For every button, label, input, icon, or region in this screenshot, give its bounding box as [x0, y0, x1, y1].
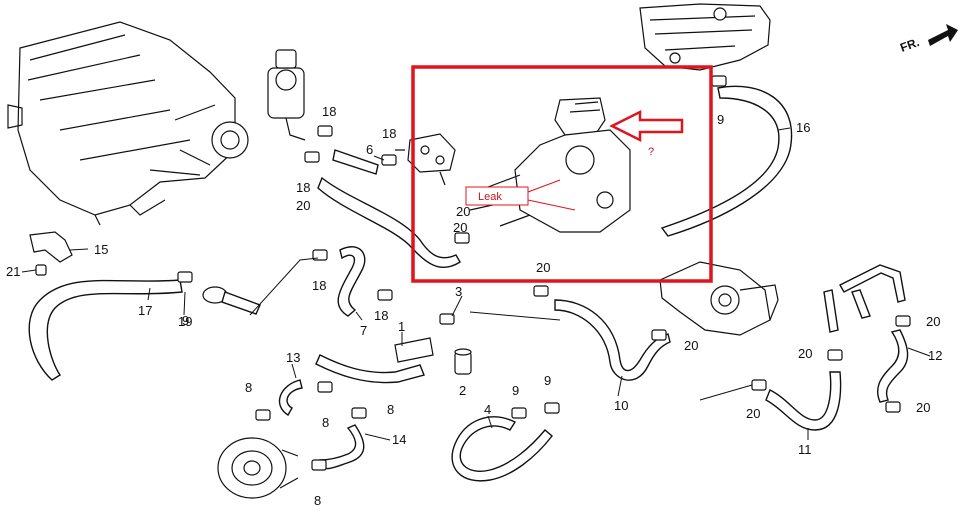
engine-block	[639, 3, 771, 71]
idle-air-control-assembly	[469, 97, 631, 233]
callout-8-a: 8	[245, 380, 252, 395]
hose-4	[451, 416, 553, 482]
callout-4: 4	[484, 402, 491, 417]
connector-2	[454, 348, 472, 375]
question-label: ?	[648, 146, 654, 158]
callout-20-b: 20	[453, 220, 467, 235]
callout-10: 10	[614, 398, 628, 413]
hose-19-fitting	[202, 286, 261, 315]
callout-8-d: 8	[314, 493, 321, 508]
callout-20-f: 20	[798, 346, 812, 361]
hose-clips	[35, 75, 911, 471]
hose-11	[765, 371, 842, 431]
hose-12	[876, 329, 909, 403]
callout-13: 13	[286, 350, 300, 365]
hose-21-bracket	[29, 231, 73, 263]
hose-17	[28, 279, 183, 381]
callout-8-b: 8	[322, 415, 329, 430]
callout-9-d: 9	[182, 313, 189, 328]
highlight-arrow-icon	[609, 109, 684, 143]
callout-18-a: 18	[322, 104, 336, 119]
leak-pointer	[527, 179, 576, 211]
bypass-pipe-1	[315, 337, 434, 384]
callout-20-e: 20	[746, 406, 760, 421]
control-valve	[395, 133, 456, 186]
callout-11: 11	[798, 442, 812, 457]
callout-7: 7	[360, 323, 367, 338]
hose-6	[332, 149, 379, 175]
callout-15: 15	[94, 242, 108, 257]
callout-18-c: 18	[296, 180, 310, 195]
callout-6: 6	[366, 142, 373, 157]
callout-9-b: 9	[512, 383, 519, 398]
callout-20-h: 20	[916, 400, 930, 415]
callout-3: 3	[455, 284, 462, 299]
fr-label: FR.	[898, 35, 921, 55]
callout-20-g: 20	[926, 314, 940, 329]
leader-lines	[21, 127, 931, 441]
callout-19: 19	[178, 314, 192, 329]
callout-9-a: 9	[717, 112, 724, 127]
hose-10	[554, 299, 671, 381]
callout-17: 17	[138, 303, 152, 318]
callout-18-e: 18	[374, 308, 388, 323]
callout-20-i: 20	[456, 204, 470, 219]
callout-14: 14	[392, 432, 406, 447]
callout-8-c: 8	[387, 402, 394, 417]
callout-18-d: 18	[312, 278, 326, 293]
callout-12: 12	[928, 348, 942, 363]
hose-16	[660, 85, 793, 237]
callout-20-d: 20	[684, 338, 698, 353]
callout-21: 21	[6, 264, 20, 279]
front-arrow-icon	[928, 24, 958, 46]
egr-valve	[267, 49, 306, 141]
highlight-box	[411, 65, 713, 283]
callout-labels: 1 2 3 4 6 7 8 8 8 8 9 9 9 9 10 11 12 13 …	[6, 104, 942, 508]
highlight-annotations: ? Leak	[411, 65, 713, 283]
hose-18-main	[317, 176, 461, 268]
callout-20-a: 20	[296, 198, 310, 213]
front-direction-indicator: FR.	[898, 24, 958, 55]
leak-label-box	[465, 186, 529, 206]
hose-13	[278, 379, 303, 416]
callout-2: 2	[459, 383, 466, 398]
callout-20-c: 20	[536, 260, 550, 275]
leak-label: Leak	[478, 191, 502, 203]
callout-16: 16	[796, 120, 810, 135]
intake-manifold	[7, 21, 249, 226]
hose-7	[337, 246, 366, 317]
callout-18-b: 18	[382, 126, 396, 141]
tube-upper-right	[823, 264, 906, 333]
callout-9-c: 9	[544, 373, 551, 388]
thermostat-housing	[659, 261, 779, 336]
callout-1: 1	[398, 319, 405, 334]
water-pump	[217, 437, 299, 499]
